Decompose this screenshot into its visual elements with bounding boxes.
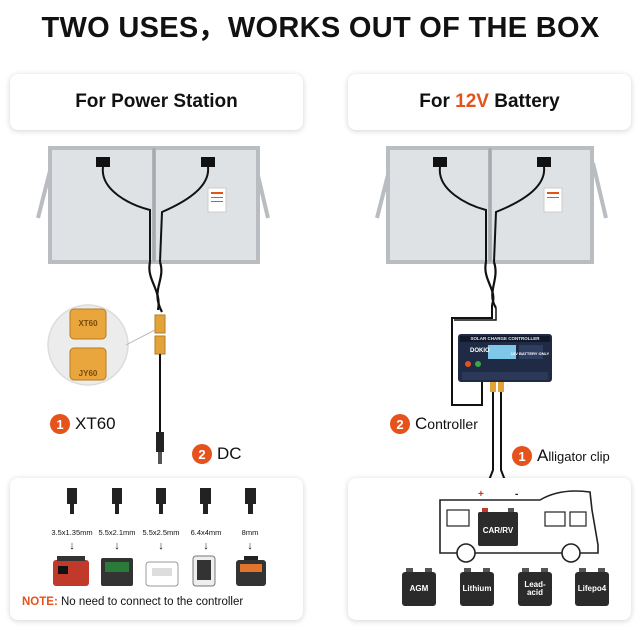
dc-tip-5.5x2.1: 5.5x2.1mm <box>98 528 136 537</box>
note-prefix: NOTE: <box>22 596 58 608</box>
down-arrow-icon: ↓ <box>247 540 253 552</box>
dc-tip-3.5x1.35: 3.5x1.35mm <box>51 528 93 537</box>
battery-type-lifepo4: Lifepo4 <box>575 568 609 606</box>
alligator-label-lead: A <box>537 446 549 465</box>
controller-subtitle: SOLAR CHARGE CONTROLLER <box>471 336 541 341</box>
controller-label-text: ontroller <box>427 416 478 432</box>
jy60-connector-label: JY60 <box>79 369 98 378</box>
battery-header-accent: 12V <box>455 91 489 112</box>
page-title: TWO USES，WORKS OUT OF THE BOX <box>41 12 600 44</box>
xt60-connector-label: XT60 <box>78 319 98 328</box>
note-text: No need to connect to the controller <box>57 596 244 608</box>
xt60-label: 1 XT60 <box>50 414 116 434</box>
down-arrow-icon: ↓ <box>158 540 164 552</box>
alligator-label-text: lligator clip <box>548 448 610 464</box>
battery-header-prefix: For <box>419 91 456 112</box>
power-station-note: NOTE: No need to connect to the controll… <box>22 596 243 608</box>
battery-type-agm: AGM <box>402 568 436 606</box>
dc-label-text: DC <box>217 444 242 463</box>
dc-tip-8mm: 8mm <box>241 528 259 537</box>
battery-header: For 12V Battery <box>348 74 631 130</box>
alligator-number-badge: 1 <box>512 446 532 466</box>
dc-number-badge: 2 <box>192 444 212 464</box>
dc-label: 2 DC <box>192 444 242 464</box>
positive-terminal-sign: + <box>478 489 484 500</box>
down-arrow-icon: ↓ <box>69 540 75 552</box>
battery-type-lithium: Lithium <box>460 568 494 606</box>
xt60-label-text: XT60 <box>75 414 116 433</box>
dc-tip-6.4x4: 6.4x4mm <box>190 528 222 537</box>
controller-model: 12V BATTERY ONLY <box>511 351 550 356</box>
battery-type-lead-acid: Lead- acid <box>518 568 552 606</box>
controller-label-lead: C <box>415 414 428 433</box>
controller-number-badge: 2 <box>390 414 410 434</box>
dc-tip-5.5x2.5: 5.5x2.5mm <box>142 528 180 537</box>
controller-brand: DOKIO <box>470 348 490 354</box>
negative-terminal-sign: - <box>515 489 518 500</box>
power-station-header-text: For Power Station <box>75 91 238 112</box>
down-arrow-icon: ↓ <box>203 540 209 552</box>
power-station-header: For Power Station <box>10 74 303 130</box>
battery-header-suffix: Battery <box>488 91 560 112</box>
rv-battery-label: CAR/RV <box>483 526 514 535</box>
xt60-number-badge: 1 <box>50 414 70 434</box>
down-arrow-icon: ↓ <box>114 540 120 552</box>
